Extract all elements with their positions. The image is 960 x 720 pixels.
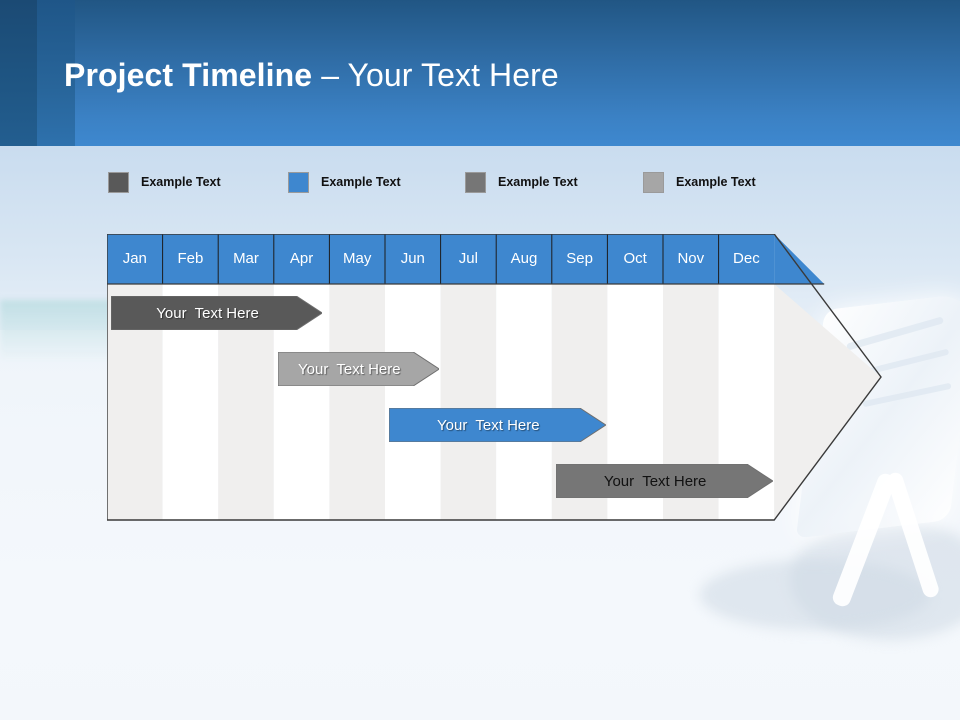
task-bar-shape [277, 352, 440, 386]
task-bar-3[interactable]: Your Text Here [389, 408, 606, 442]
timeline-arrow-outline [107, 234, 882, 521]
legend-swatch-icon [108, 171, 129, 193]
legend-label: Example Text [141, 175, 221, 189]
task-bar-2[interactable]: Your Text Here [277, 352, 440, 386]
month-column-jun [385, 284, 441, 520]
month-header-arrow-corner [774, 234, 825, 284]
page-title-light: – Your Text Here [321, 57, 559, 93]
legend-swatch-icon [288, 171, 309, 193]
month-column-may [329, 284, 385, 520]
task-bar-shape [555, 464, 773, 498]
task-bar-shape [389, 408, 606, 442]
page-title: Project Timeline – Your Text Here [64, 57, 559, 94]
legend-item-1[interactable]: Example Text [108, 170, 221, 194]
task-bar-shape [111, 296, 323, 330]
header-band-mid [37, 0, 75, 146]
month-column-aug [496, 284, 552, 520]
task-bar-graphic [277, 352, 440, 386]
task-bar-label: Your Text Here [603, 472, 707, 490]
task-bar-label: Your Text Here [156, 304, 259, 322]
month-column-jul [440, 284, 497, 520]
legend-item-4[interactable]: Example Text [643, 170, 756, 194]
header-band-dark [0, 0, 37, 146]
legend-item-2[interactable]: Example Text [288, 170, 401, 194]
timeline-arrow-head-body [774, 284, 881, 520]
task-bar-graphic [555, 464, 773, 498]
page-title-bold: Project Timeline [64, 57, 322, 93]
task-bar-graphic [389, 408, 606, 442]
chair-shadow-2 [700, 560, 930, 630]
legend: Example Text Example Text Example Text Exam… [108, 170, 828, 194]
legend-item-3[interactable]: Example Text [465, 170, 578, 194]
task-bar-1[interactable]: Your Text Here [111, 296, 323, 330]
legend-swatch-icon [643, 171, 664, 193]
task-bar-graphic [111, 296, 323, 330]
task-bar-4[interactable]: Your Text Here [555, 464, 773, 498]
legend-label: Example Text [498, 175, 578, 189]
task-bar-label: Your Text Here [298, 360, 401, 378]
legend-label: Example Text [676, 175, 756, 189]
legend-label: Example Text [321, 175, 401, 189]
legend-swatch-icon [465, 171, 486, 193]
slide-header: Project Timeline – Your Text Here [0, 0, 960, 146]
task-bar-label: Your Text Here [437, 416, 540, 434]
